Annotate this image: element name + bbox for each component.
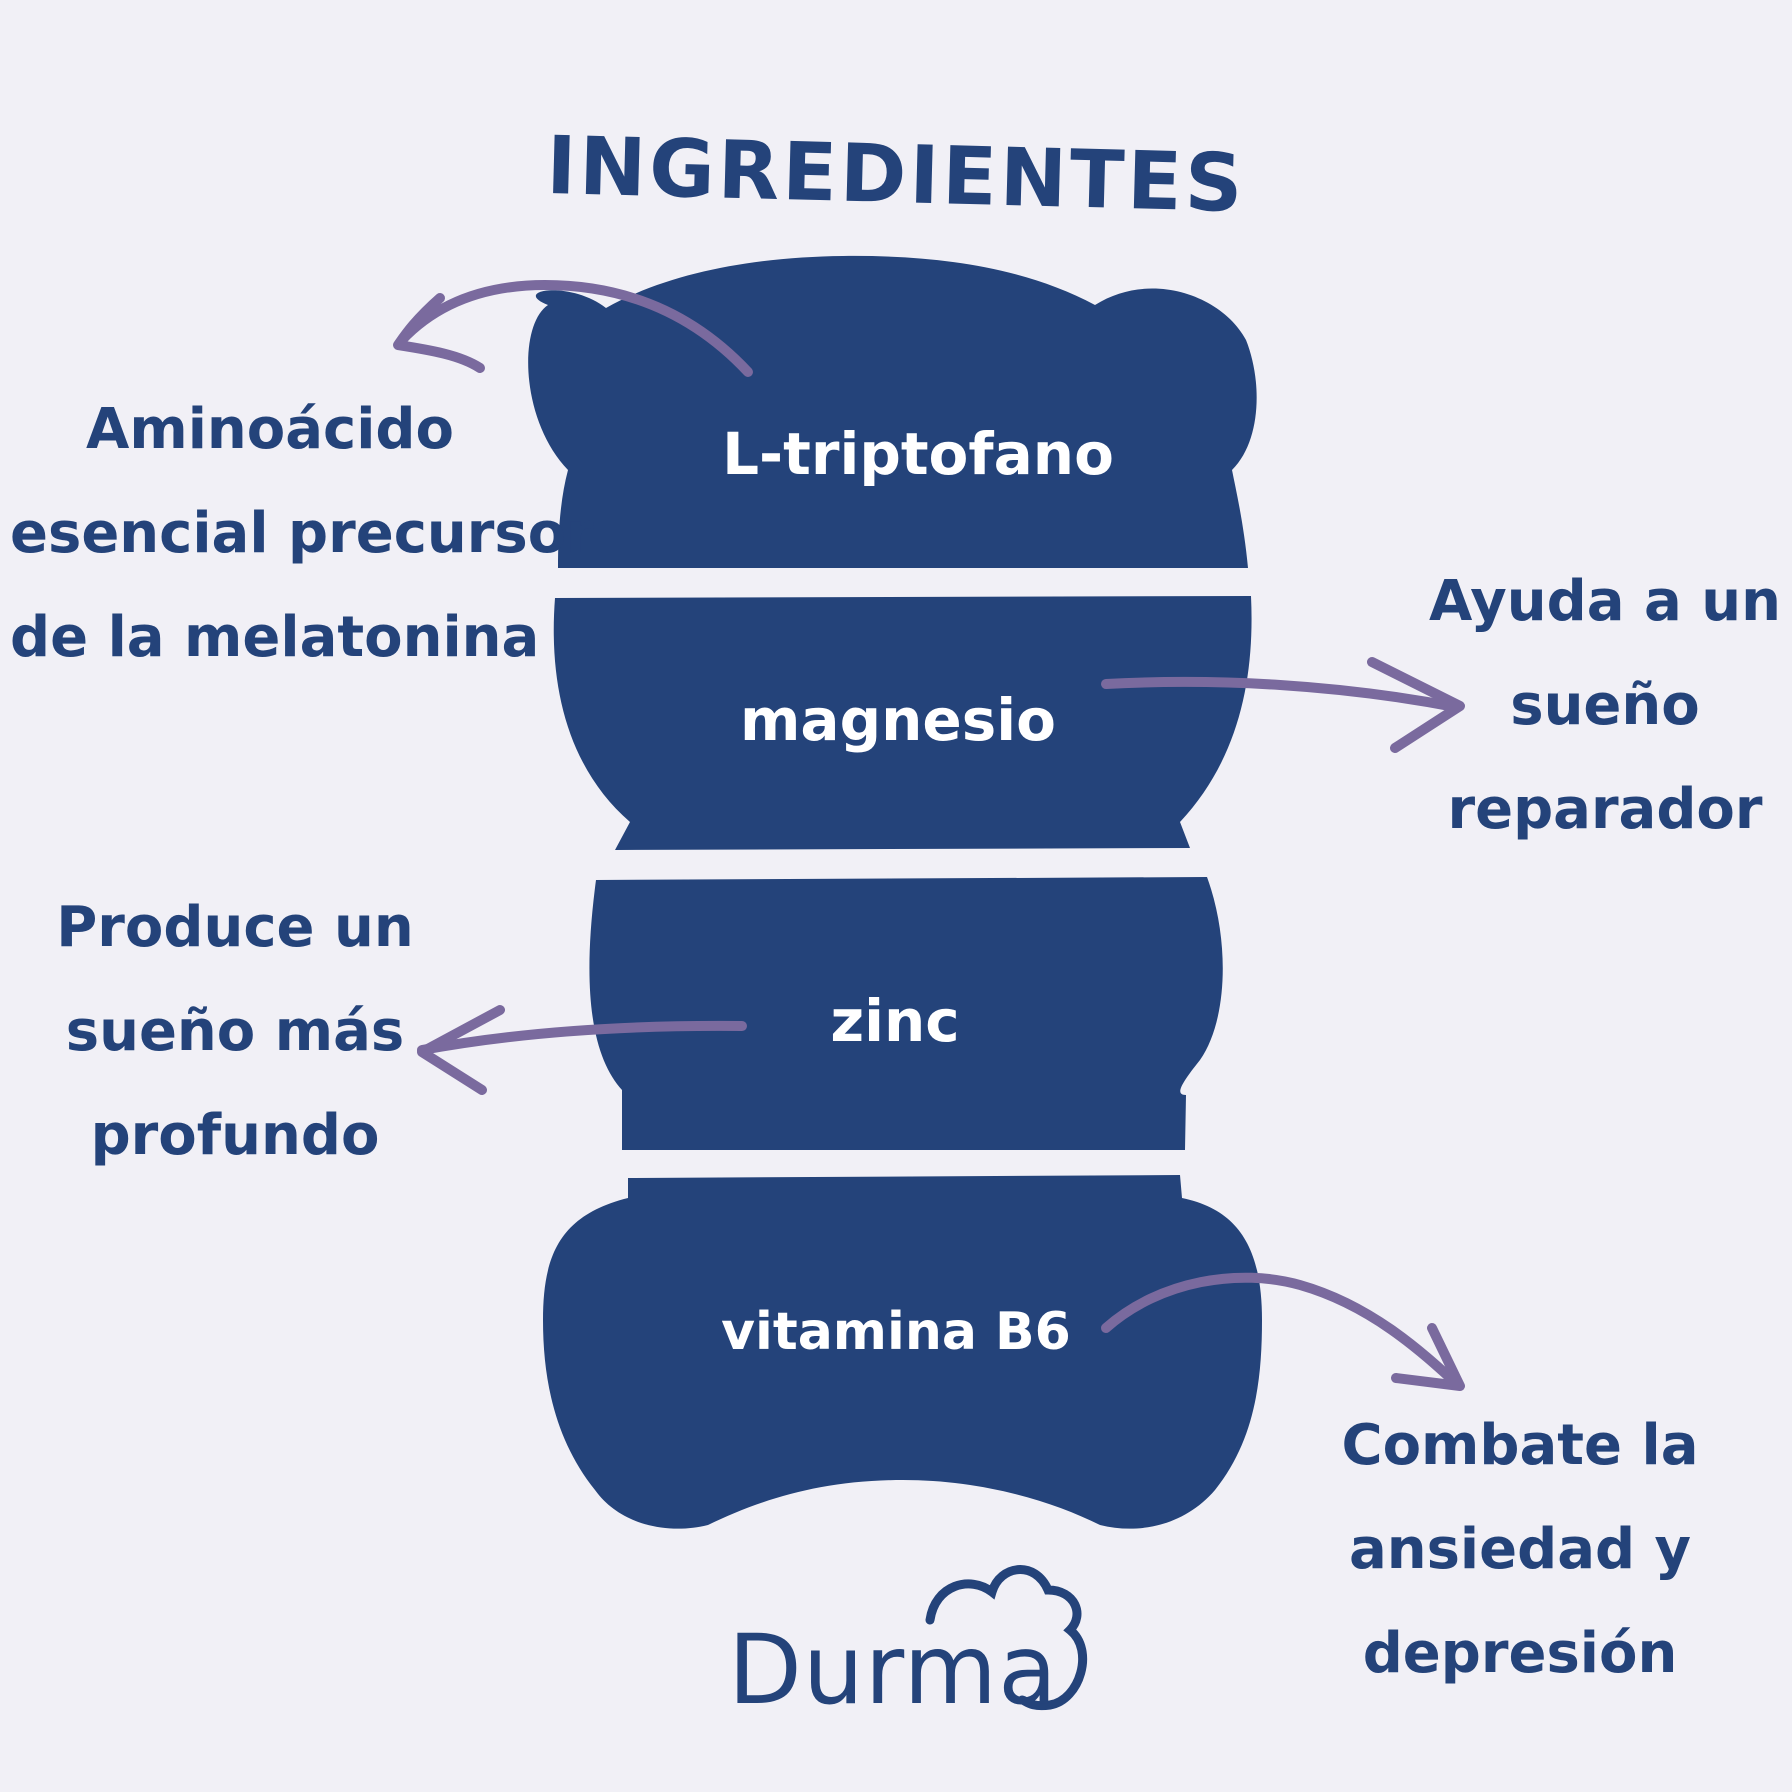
ingredient-label: magnesio [740, 686, 1056, 754]
benefit-line: Ayuda a un [1428, 569, 1782, 634]
benefit-line: depresión [1362, 1621, 1678, 1686]
bear-belly-segment [589, 877, 1223, 1150]
benefit-text: Aminoácido esencial precursor de la mela… [10, 378, 594, 690]
arrow-magnesio [1101, 676, 1460, 712]
benefit-line: Produce un [56, 895, 414, 960]
arrows [393, 280, 1465, 1391]
arrow-vitamina [1101, 1272, 1463, 1390]
arrow-zinc-head [417, 1005, 505, 1095]
benefit-text: Combate la ansiedad y depresión [1320, 1394, 1720, 1706]
bear-body-segment [553, 596, 1252, 850]
ingredient-label: vitamina B6 [721, 1302, 1071, 1362]
arrow-triptofano-head [393, 293, 485, 373]
benefit-line: Aminoácido [86, 397, 454, 462]
benefit-text: Ayuda a un sueño reparador [1420, 550, 1790, 862]
arrow-triptofano [397, 280, 753, 377]
benefit-line: reparador [1447, 777, 1763, 842]
benefit-line: esencial precursor [10, 501, 594, 566]
benefit-text: Produce un sueño más profundo [35, 876, 435, 1188]
benefit-line: de la melatonina [10, 605, 540, 670]
bear-silhouette [528, 255, 1262, 1529]
ingredient-label: zinc [830, 987, 960, 1055]
arrow-magnesio-head [1367, 657, 1465, 753]
benefit-line: profundo [90, 1103, 380, 1168]
benefit-line: sueño [1510, 673, 1700, 738]
benefit-line: sueño más [65, 999, 405, 1064]
arrow-zinc [417, 1020, 747, 1055]
brand-logo: Durma [728, 1614, 1058, 1726]
benefit-line: Combate la [1341, 1413, 1699, 1478]
ingredient-label: L-triptofano [722, 420, 1114, 488]
benefit-line: ansiedad y [1348, 1517, 1692, 1582]
cloud-icon [925, 1565, 1088, 1711]
arrow-vitamina-head [1391, 1323, 1465, 1391]
bear-feet-segment [543, 1175, 1262, 1529]
